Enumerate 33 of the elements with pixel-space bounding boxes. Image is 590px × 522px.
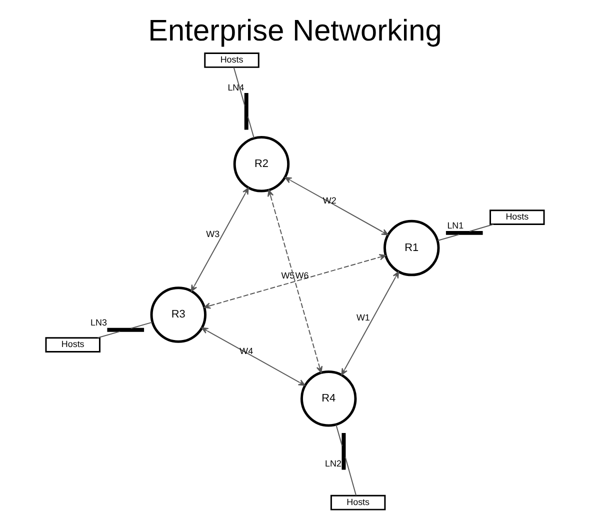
connector: [437, 234, 460, 242]
node-circle: R4: [300, 370, 357, 427]
node-box: Hosts: [330, 494, 386, 510]
node-label: LN1: [447, 220, 464, 231]
node-box: Hosts: [45, 337, 100, 353]
node-label: LN2: [325, 458, 342, 469]
node-bar: [244, 92, 248, 130]
node-bar: [446, 230, 483, 235]
connector: [469, 224, 494, 232]
node-circle: R3: [150, 286, 206, 343]
node-label: LN3: [90, 318, 107, 328]
edge-label: W5: [281, 270, 295, 281]
node-bar: [107, 328, 144, 332]
arrow: [284, 176, 388, 236]
connector: [130, 322, 153, 329]
arrow: [190, 188, 249, 292]
node-box: Hosts: [204, 52, 260, 68]
node-bar: [342, 432, 346, 470]
connector: [344, 456, 357, 496]
arrow: [341, 271, 400, 376]
node-circle: R1: [384, 220, 440, 276]
arrow: [201, 327, 306, 386]
arrow: [267, 190, 323, 374]
arrow: [204, 254, 386, 309]
node-box: Hosts: [490, 210, 545, 226]
node-circle: R2: [233, 136, 290, 192]
connector: [97, 330, 120, 338]
edge-label: W1: [356, 312, 370, 322]
connector: [336, 424, 343, 447]
diagram-title: Enterprise Networking: [148, 14, 442, 48]
edge-label: W3: [206, 228, 220, 239]
edge-label: W6: [295, 270, 309, 281]
connector: [247, 116, 254, 139]
